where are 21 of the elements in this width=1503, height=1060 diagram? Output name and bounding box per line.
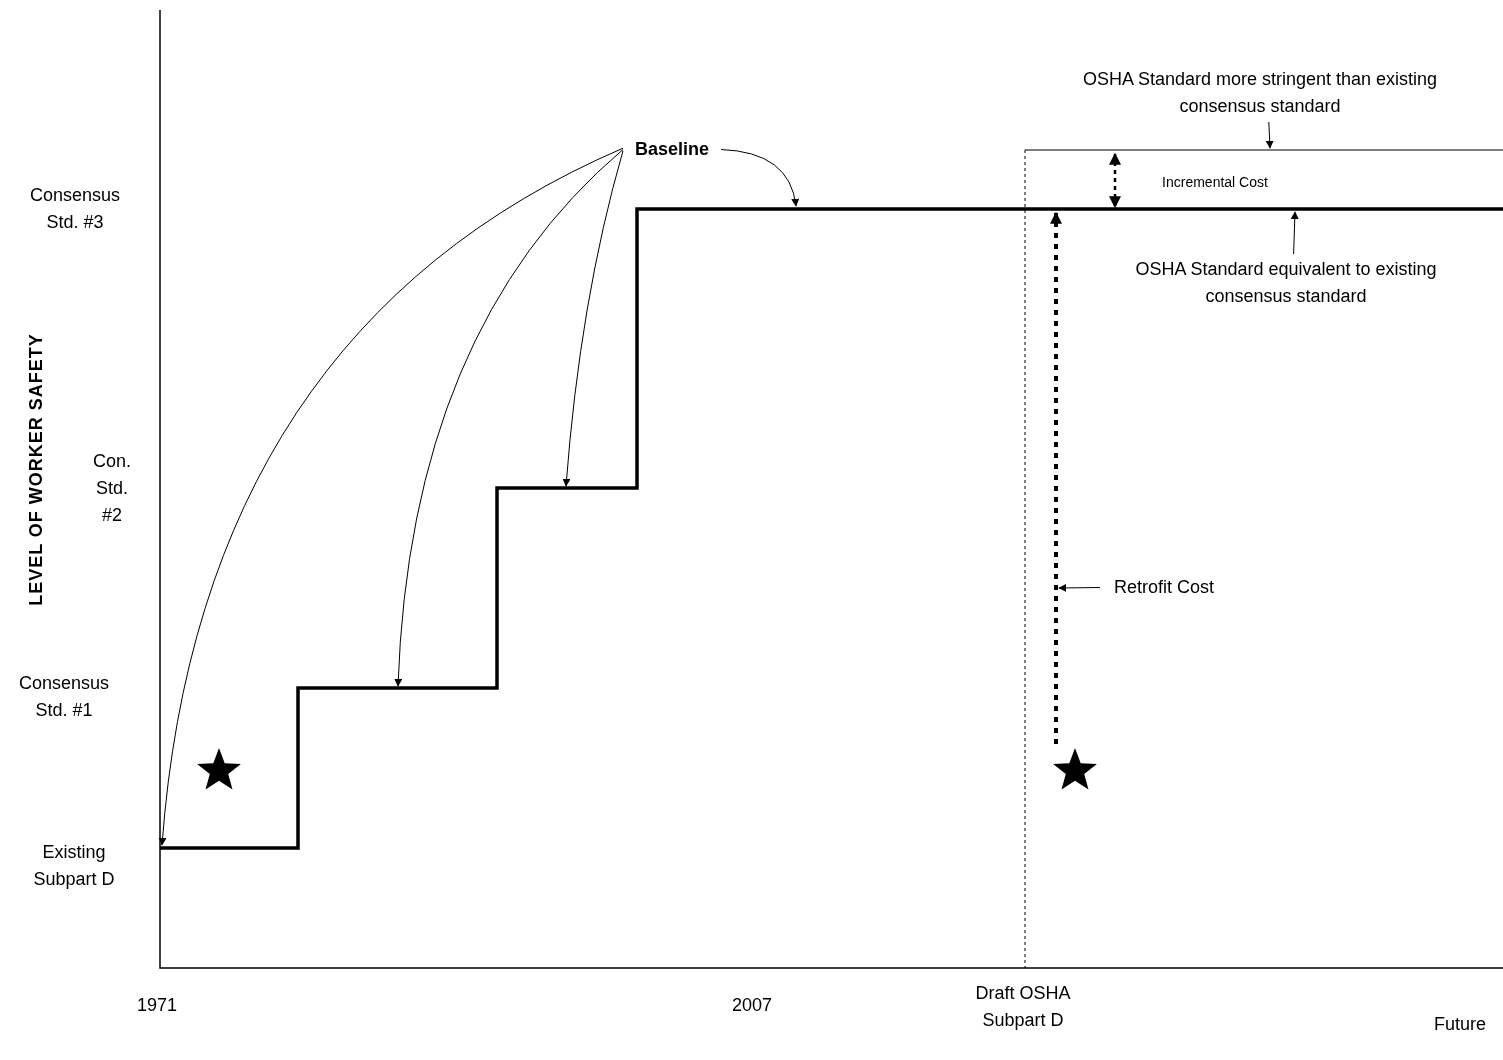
tick-label: 1971 <box>135 994 178 1017</box>
axis-label: Existing Subpart D <box>32 841 116 891</box>
axis-title: LEVEL OF WORKER SAFETY <box>24 332 47 608</box>
leader-line <box>1058 583 1101 592</box>
callout-text: Baseline <box>625 136 719 163</box>
callout-text: Retrofit Cost <box>1102 574 1226 601</box>
tick-label: Future <box>1433 1013 1487 1036</box>
callout-text: OSHA Standard equivalent to existing consensus standard <box>1096 256 1476 310</box>
leader-line <box>1290 211 1299 255</box>
axis-label: Con. Std. #2 <box>92 450 132 527</box>
leader-line <box>394 149 624 687</box>
axis-label: Consensus Std. #1 <box>17 672 111 722</box>
dimension-label: Incremental Cost <box>1161 173 1269 192</box>
tick-label: Draft OSHA Subpart D <box>974 982 1072 1032</box>
leader-line <box>562 150 624 487</box>
callout-text: OSHA Standard more stringent than existing consensus standard <box>1040 66 1480 120</box>
axis-label: Consensus Std. #3 <box>28 184 122 234</box>
leader-line <box>158 147 624 846</box>
tick-label: 2007 <box>730 994 773 1017</box>
leader-line <box>720 149 799 207</box>
leader-line <box>1265 121 1274 149</box>
